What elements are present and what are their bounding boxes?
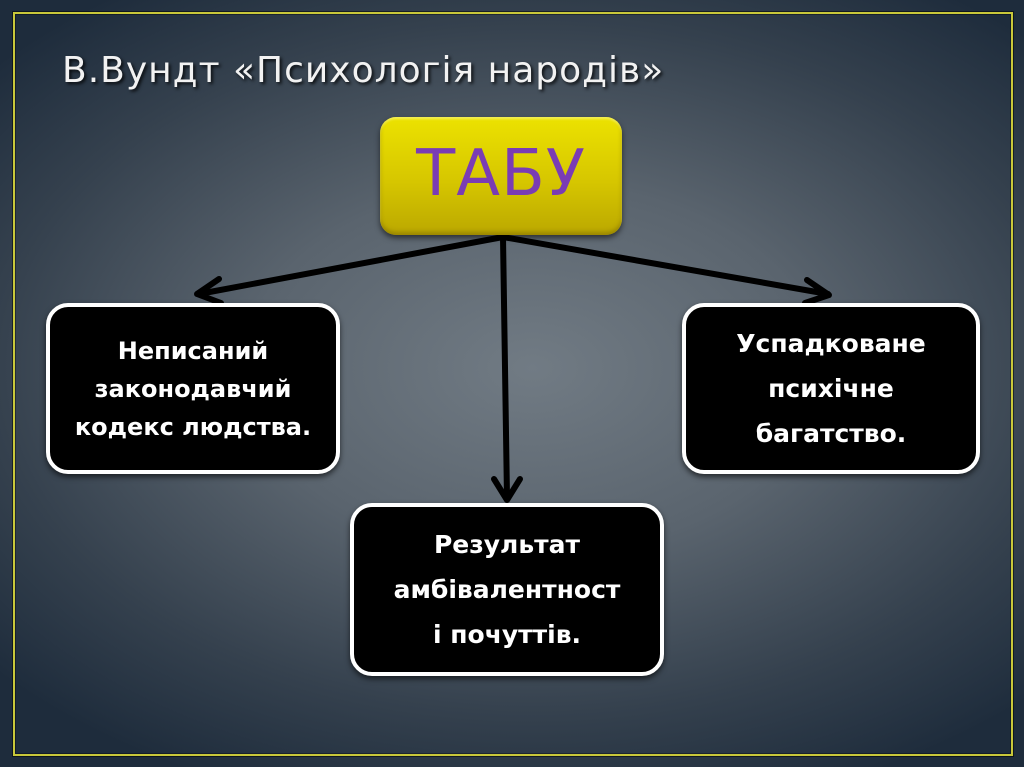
center-node-tabu: ТАБУ	[380, 117, 622, 235]
node-text-line: законодавчий	[94, 374, 292, 403]
center-node-label: ТАБУ	[416, 137, 586, 211]
node-text-line: Неписаний	[117, 336, 269, 365]
node-text-line: багатство.	[755, 419, 907, 448]
arrowhead-down-icon	[491, 476, 523, 503]
arrow-to-left	[196, 234, 506, 297]
arrowhead-right-icon	[802, 277, 832, 306]
node-text-line: кодекс людства.	[74, 412, 312, 441]
node-inherited-wealth: Успадковане психічне багатство.	[682, 303, 980, 474]
node-unwritten-code: Неписаний законодавчий кодекс людства.	[46, 303, 340, 474]
node-text-line: амбівалентност	[393, 575, 621, 604]
node-ambivalence-result: Результат амбівалентност і почуттів.	[350, 503, 664, 676]
slide-title: В.Вундт «Психологія народів»	[62, 50, 665, 91]
node-text-line: Успадковане	[736, 329, 926, 358]
arrow-to-right	[500, 234, 831, 297]
arrowhead-left-icon	[194, 276, 224, 306]
node-text-line: психічне	[768, 374, 894, 403]
node-text-line: і почуттів.	[432, 620, 582, 649]
arrow-to-bottom	[500, 234, 510, 501]
node-text-line: Результат	[433, 530, 581, 559]
